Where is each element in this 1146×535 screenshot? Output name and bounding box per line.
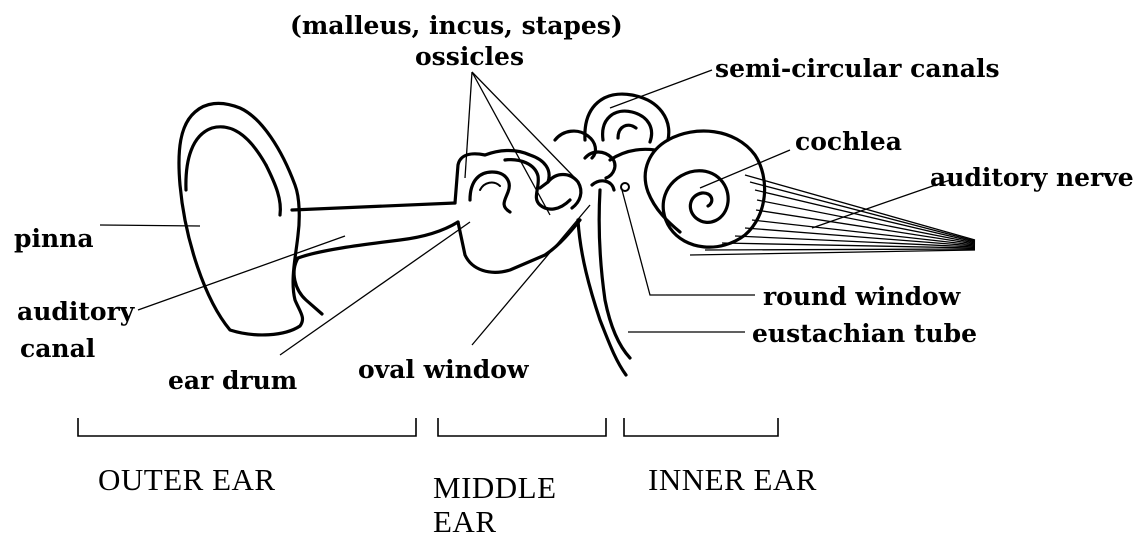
- label-eustachian-tube: eustachian tube: [752, 319, 977, 348]
- label-ear-drum: ear drum: [168, 366, 297, 395]
- section-titles: OUTER EAR MIDDLE EAR INNER EAR: [98, 462, 817, 535]
- bracket-outer-ear: [78, 418, 416, 436]
- auditory-canal-drawing: [292, 203, 458, 314]
- section-brackets: [78, 418, 778, 436]
- cochlea-drawing: [578, 131, 765, 375]
- section-middle-ear-line1: MIDDLE: [433, 470, 557, 505]
- label-semicircular-canals: semi-circular canals: [715, 54, 1000, 83]
- label-round-window: round window: [763, 282, 962, 311]
- bracket-middle-ear: [438, 418, 606, 436]
- section-inner-ear: INNER EAR: [648, 462, 817, 497]
- pinna-drawing: [179, 103, 303, 335]
- bracket-inner-ear: [624, 418, 778, 436]
- label-auditory-nerve: auditory nerve: [930, 163, 1134, 192]
- label-pinna: pinna: [14, 224, 94, 253]
- section-middle-ear-line2: EAR: [433, 504, 497, 535]
- label-ossicle-names: (malleus, incus, stapes): [290, 11, 623, 40]
- label-ossicles: ossicles: [415, 42, 524, 71]
- middle-ear-drawing: [455, 131, 615, 272]
- section-outer-ear: OUTER EAR: [98, 462, 276, 497]
- label-cochlea: cochlea: [795, 127, 902, 156]
- label-auditory: auditory: [17, 297, 136, 326]
- label-oval-window: oval window: [358, 355, 530, 384]
- label-canal: canal: [20, 334, 95, 363]
